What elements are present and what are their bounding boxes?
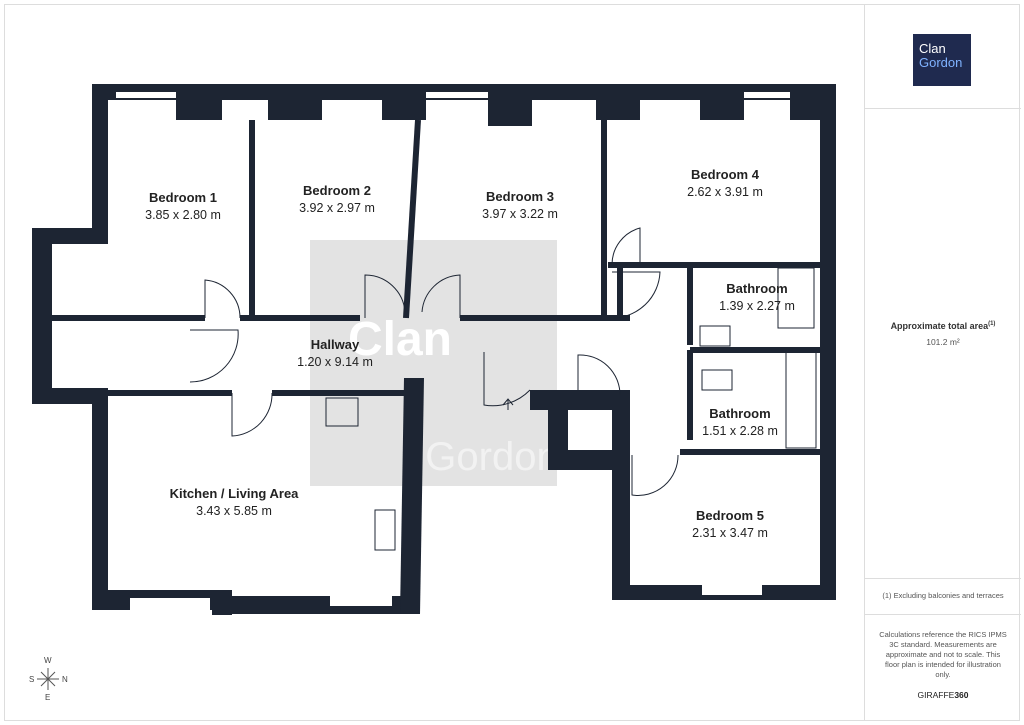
room-bedroom-3: Bedroom 3 3.97 x 3.22 m — [482, 189, 558, 221]
room-bedroom-2: Bedroom 2 3.92 x 2.97 m — [299, 183, 375, 215]
room-name: Bathroom — [726, 281, 788, 296]
area-value: 101.2 m² — [926, 337, 960, 347]
compass-s: S — [29, 675, 35, 684]
room-name: Bathroom — [709, 406, 771, 421]
room-hallway: Hallway 1.20 x 9.14 m — [297, 337, 373, 369]
compass-w: W — [44, 656, 52, 665]
area-section: Approximate total area(1) 101.2 m² — [865, 108, 1021, 579]
room-bedroom-1: Bedroom 1 3.85 x 2.80 m — [145, 190, 221, 222]
room-name: Bedroom 2 — [303, 183, 371, 198]
interior-walls — [50, 119, 820, 455]
room-dims: 3.97 x 3.22 m — [482, 207, 558, 221]
room-bedroom-4: Bedroom 4 2.62 x 3.91 m — [687, 167, 763, 199]
area-sup: (1) — [988, 321, 996, 327]
room-bathroom-1: Bathroom 1.39 x 2.27 m — [719, 281, 795, 313]
room-dims: 3.85 x 2.80 m — [145, 208, 221, 222]
room-dims: 3.43 x 5.85 m — [196, 504, 272, 518]
doors — [189, 227, 817, 551]
room-dims: 2.62 x 3.91 m — [687, 185, 763, 199]
room-dims: 1.20 x 9.14 m — [297, 355, 373, 369]
room-dims: 1.51 x 2.28 m — [702, 424, 778, 438]
watermark-box — [310, 240, 557, 486]
logo-line1: Clan — [919, 41, 946, 56]
room-name: Hallway — [310, 337, 360, 352]
room-dims: 2.31 x 3.47 m — [692, 526, 768, 540]
room-name: Bedroom 3 — [486, 189, 554, 204]
logo-line2: Gordon — [919, 55, 963, 70]
room-dims: 1.39 x 2.27 m — [719, 299, 795, 313]
page-frame — [4, 4, 1020, 721]
provider-b: 360 — [954, 690, 969, 700]
room-name: Bedroom 1 — [149, 190, 217, 205]
disclaimer: Calculations reference the RICS IPMS 3C … — [879, 630, 1007, 679]
compass-e: E — [45, 693, 51, 702]
room-dims: 3.92 x 2.97 m — [299, 201, 375, 215]
compass: W S N E — [26, 656, 70, 702]
compass-rose-icon — [37, 668, 59, 690]
watermark-text: Clan — [348, 313, 452, 366]
room-name: Bedroom 4 — [691, 167, 759, 182]
footnote: (1) Excluding balconies and terraces — [865, 578, 1021, 615]
room-bathroom-2: Bathroom 1.51 x 2.28 m — [702, 406, 778, 438]
walls — [32, 84, 836, 615]
compass-n: N — [62, 675, 68, 684]
room-kitchen-living: Kitchen / Living Area 3.43 x 5.85 m — [170, 486, 299, 518]
floor-plan: Clan Gordon — [32, 84, 836, 615]
room-name: Bedroom 5 — [696, 508, 764, 523]
area-label: Approximate total area(1) — [865, 321, 1021, 331]
watermark-text: Gordon — [425, 435, 558, 479]
provider-logo: GIRAFFE360 — [865, 690, 1021, 700]
provider-a: GIRAFFE — [917, 690, 955, 700]
room-bedroom-5: Bedroom 5 2.31 x 3.47 m — [692, 508, 768, 540]
area-label-text: Approximate total area — [890, 321, 989, 331]
room-name: Kitchen / Living Area — [169, 486, 299, 501]
